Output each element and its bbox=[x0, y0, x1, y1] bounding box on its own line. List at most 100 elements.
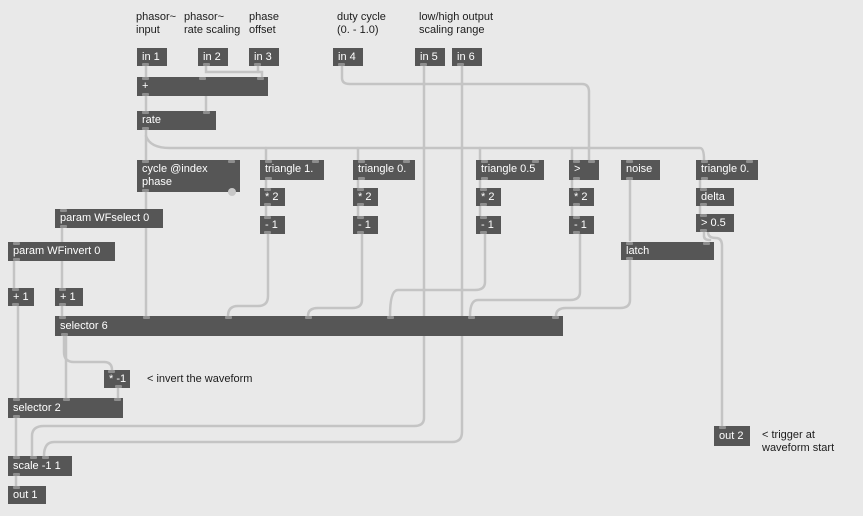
inlet-port[interactable] bbox=[468, 316, 475, 319]
inlet-port[interactable] bbox=[573, 160, 580, 163]
outlet-port[interactable] bbox=[13, 415, 20, 418]
inlet-port[interactable] bbox=[481, 160, 488, 163]
inlet-port[interactable] bbox=[573, 188, 580, 191]
cycle-object[interactable]: cycle @index phase bbox=[137, 160, 240, 192]
inlet-port[interactable] bbox=[60, 209, 67, 212]
outlet-port[interactable] bbox=[142, 63, 149, 66]
resize-handle-icon[interactable] bbox=[228, 188, 236, 196]
outlet-port[interactable] bbox=[254, 63, 261, 66]
outlet-port[interactable] bbox=[142, 93, 149, 96]
outlet-port[interactable] bbox=[700, 229, 707, 232]
inlet-port[interactable] bbox=[142, 77, 149, 80]
outlet-port[interactable] bbox=[265, 177, 272, 180]
outlet-port[interactable] bbox=[358, 177, 365, 180]
triangle-object-2[interactable]: triangle 0. bbox=[353, 160, 415, 180]
inlet-port[interactable] bbox=[114, 398, 121, 401]
inlet-port[interactable] bbox=[142, 160, 149, 163]
outlet-port[interactable] bbox=[480, 203, 487, 206]
inlet-port[interactable] bbox=[59, 288, 66, 291]
inlet-port[interactable] bbox=[358, 160, 365, 163]
outlet-port[interactable] bbox=[203, 63, 210, 66]
outlet-object-1[interactable]: out 1 bbox=[8, 486, 46, 504]
rate-object[interactable]: rate bbox=[137, 111, 216, 130]
outlet-port[interactable] bbox=[701, 177, 708, 180]
inlet-port[interactable] bbox=[228, 160, 235, 163]
outlet-port[interactable] bbox=[420, 63, 427, 66]
inlet-port[interactable] bbox=[63, 398, 70, 401]
plus-object[interactable]: + bbox=[137, 77, 268, 96]
inlet-port[interactable] bbox=[13, 242, 20, 245]
inlet-port[interactable] bbox=[305, 316, 312, 319]
outlet-port[interactable] bbox=[457, 63, 464, 66]
subtract-object-3[interactable]: - 1 bbox=[476, 216, 501, 234]
multiply-object-1[interactable]: * 2 bbox=[260, 188, 285, 206]
outlet-port[interactable] bbox=[142, 189, 149, 192]
triangle-object-1[interactable]: triangle 1. bbox=[260, 160, 324, 180]
inlet-port[interactable] bbox=[532, 160, 539, 163]
inlet-port[interactable] bbox=[225, 316, 232, 319]
inlet-port[interactable] bbox=[480, 216, 487, 219]
selector-two-object[interactable]: selector 2 bbox=[8, 398, 123, 418]
outlet-port[interactable] bbox=[13, 473, 20, 476]
inlet-port[interactable] bbox=[264, 188, 271, 191]
inlet-port[interactable] bbox=[264, 216, 271, 219]
triangle-object-4[interactable]: triangle 0. bbox=[696, 160, 758, 180]
outlet-port[interactable] bbox=[115, 385, 122, 388]
inlet-object-1[interactable]: in 1 bbox=[137, 48, 167, 66]
inlet-object-2[interactable]: in 2 bbox=[198, 48, 228, 66]
inlet-port[interactable] bbox=[13, 398, 20, 401]
multiply-object-3[interactable]: * 2 bbox=[476, 188, 501, 206]
outlet-port[interactable] bbox=[264, 231, 271, 234]
inlet-port[interactable] bbox=[588, 160, 595, 163]
inlet-port[interactable] bbox=[257, 77, 264, 80]
outlet-port[interactable] bbox=[573, 177, 580, 180]
inlet-port[interactable] bbox=[701, 160, 708, 163]
scale-object[interactable]: scale -1 1 bbox=[8, 456, 72, 476]
inlet-port[interactable] bbox=[700, 188, 707, 191]
noise-object[interactable]: noise bbox=[621, 160, 660, 180]
outlet-port[interactable] bbox=[59, 303, 66, 306]
triangle-object-3[interactable]: triangle 0.5 bbox=[476, 160, 544, 180]
inlet-port[interactable] bbox=[719, 426, 726, 429]
delta-object[interactable]: delta bbox=[696, 188, 734, 206]
subtract-object-4[interactable]: - 1 bbox=[569, 216, 594, 234]
inlet-port[interactable] bbox=[703, 242, 710, 245]
inlet-port[interactable] bbox=[746, 160, 753, 163]
outlet-port[interactable] bbox=[264, 203, 271, 206]
inlet-port[interactable] bbox=[142, 111, 149, 114]
inlet-port[interactable] bbox=[357, 216, 364, 219]
latch-object[interactable]: latch bbox=[621, 242, 714, 260]
outlet-port[interactable] bbox=[626, 257, 633, 260]
add-one-object-2[interactable]: + 1 bbox=[55, 288, 83, 306]
subtract-object-2[interactable]: - 1 bbox=[353, 216, 378, 234]
outlet-port[interactable] bbox=[480, 231, 487, 234]
inlet-port[interactable] bbox=[357, 188, 364, 191]
inlet-port[interactable] bbox=[199, 77, 206, 80]
outlet-port[interactable] bbox=[142, 127, 149, 130]
invert-multiply-object[interactable]: * -1 bbox=[104, 370, 130, 388]
outlet-port[interactable] bbox=[481, 177, 488, 180]
outlet-port[interactable] bbox=[357, 203, 364, 206]
inlet-port[interactable] bbox=[13, 456, 20, 459]
multiply-object-2[interactable]: * 2 bbox=[353, 188, 378, 206]
outlet-port[interactable] bbox=[357, 231, 364, 234]
inlet-object-5[interactable]: in 5 bbox=[415, 48, 445, 66]
inlet-port[interactable] bbox=[42, 456, 49, 459]
inlet-port[interactable] bbox=[143, 316, 150, 319]
inlet-object-4[interactable]: in 4 bbox=[333, 48, 363, 66]
outlet-object-2[interactable]: out 2 bbox=[714, 426, 750, 446]
outlet-port[interactable] bbox=[60, 225, 67, 228]
outlet-port[interactable] bbox=[573, 203, 580, 206]
inlet-port[interactable] bbox=[480, 188, 487, 191]
inlet-port[interactable] bbox=[573, 216, 580, 219]
inlet-port[interactable] bbox=[13, 486, 20, 489]
param-wfinvert-object[interactable]: param WFinvert 0 bbox=[8, 242, 115, 261]
inlet-port[interactable] bbox=[108, 370, 115, 373]
param-wfselect-object[interactable]: param WFselect 0 bbox=[55, 209, 163, 228]
inlet-port[interactable] bbox=[626, 160, 633, 163]
greater-than-object[interactable]: > bbox=[569, 160, 599, 180]
subtract-object-1[interactable]: - 1 bbox=[260, 216, 285, 234]
inlet-object-6[interactable]: in 6 bbox=[452, 48, 482, 66]
inlet-port[interactable] bbox=[203, 111, 210, 114]
inlet-port[interactable] bbox=[626, 242, 633, 245]
